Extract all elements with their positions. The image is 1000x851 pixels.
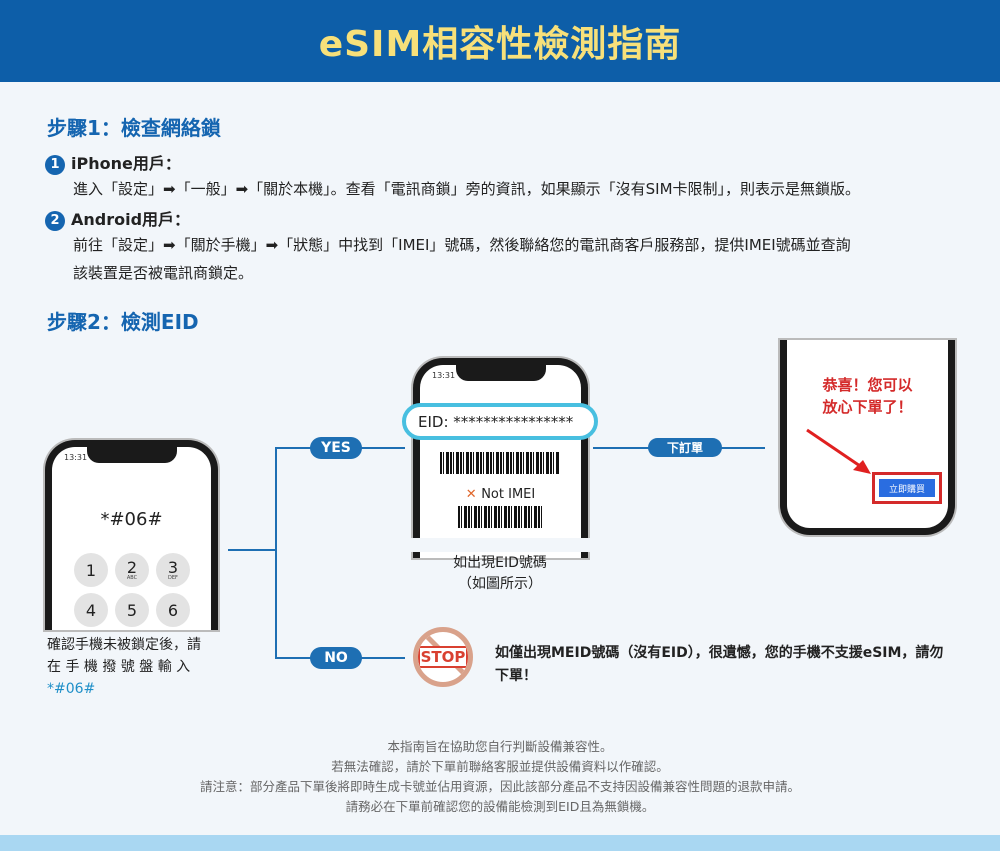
number-badge: 2 xyxy=(45,210,65,231)
key-6: 6 xyxy=(156,593,190,627)
success-phone: 恭喜！您可以放心下單了！ 立即購買 xyxy=(780,340,955,535)
status-time: 13:31 xyxy=(64,453,88,462)
no-badge: NO xyxy=(310,647,362,669)
connector xyxy=(275,447,277,658)
android-text: 該裝置是否被電訊商鎖定。 xyxy=(73,263,254,282)
footer-line: 請注意：部分產品下單後將即時生成卡號並佔用資源，因此該部分產品不支持因設備兼容性… xyxy=(199,779,800,794)
footer-line: 若無法確認，請於下單前聯絡客服並提供設備資料以作確認。 xyxy=(331,759,669,774)
footer-line: 本指南旨在協助您自行判斷設備兼容性。 xyxy=(387,739,613,754)
iphone-instructions: 1 iPhone用戶： 進入「設定」➡「一般」➡「關於本機」。查看「電訊商鎖」旁的… xyxy=(45,150,860,203)
eid-caption: 如出現EID號碼（如圖所示） xyxy=(453,555,547,592)
android-title: Android用戶： xyxy=(71,210,191,229)
dial-code: *#06# xyxy=(100,509,163,530)
number-badge: 1 xyxy=(45,154,65,175)
connector xyxy=(228,549,276,551)
barcode xyxy=(458,506,542,528)
buy-now-button[interactable]: 立即購買 xyxy=(879,479,935,497)
bottom-stripe xyxy=(0,835,1000,851)
order-badge: 下訂單 xyxy=(648,438,722,457)
eid-highlight: EID: **************** xyxy=(402,403,598,440)
step1-heading: 步驟1：檢查網絡鎖 xyxy=(47,116,221,140)
key-1: 1 xyxy=(74,553,108,587)
dialer-caption: 確認手機未被鎖定後，請 在 手 機 撥 號 盤 輸 入 *#06# xyxy=(47,637,201,697)
step2-heading: 步驟2：檢測EID xyxy=(47,310,199,334)
key-4: 4 xyxy=(74,593,108,627)
key-3-letters: DEF xyxy=(168,574,178,581)
page-title: eSIM相容性檢測指南 xyxy=(318,24,682,65)
success-message: 恭喜！您可以放心下單了！ xyxy=(822,376,913,416)
not-imei-label: ✕ Not IMEI xyxy=(465,487,536,502)
barcode xyxy=(440,452,560,474)
android-text: 前往「設定」➡「關於手機」➡「狀態」中找到「IMEI」號碼，然後聯絡您的電訊商客… xyxy=(73,235,851,254)
footer-line: 請務必在下單前確認您的設備能檢測到EID且為無鎖機。 xyxy=(345,799,655,814)
stop-icon: STOP xyxy=(413,627,473,687)
key-2-letters: ABC xyxy=(126,574,138,581)
iphone-title: iPhone用戶： xyxy=(71,154,181,173)
android-instructions: 2 Android用戶： 前往「設定」➡「關於手機」➡「狀態」中找到「IMEI」號… xyxy=(45,206,851,287)
eid-phone: 13:31 ✕ Not IMEI xyxy=(413,358,588,558)
red-arrow-icon xyxy=(806,428,871,474)
no-eid-message: 如僅出現MEID號碼（沒有EID），很遺憾，您的手機不支援eSIM，請勿下單！ xyxy=(495,645,944,684)
buy-highlight: 立即購買 xyxy=(872,472,942,504)
header-banner: eSIM相容性檢測指南 xyxy=(0,0,1000,82)
iphone-text: 進入「設定」➡「一般」➡「關於本機」。查看「電訊商鎖」旁的資訊，如果顯示「沒有S… xyxy=(73,179,861,198)
key-5: 5 xyxy=(115,593,149,627)
yes-badge: YES xyxy=(310,437,362,459)
